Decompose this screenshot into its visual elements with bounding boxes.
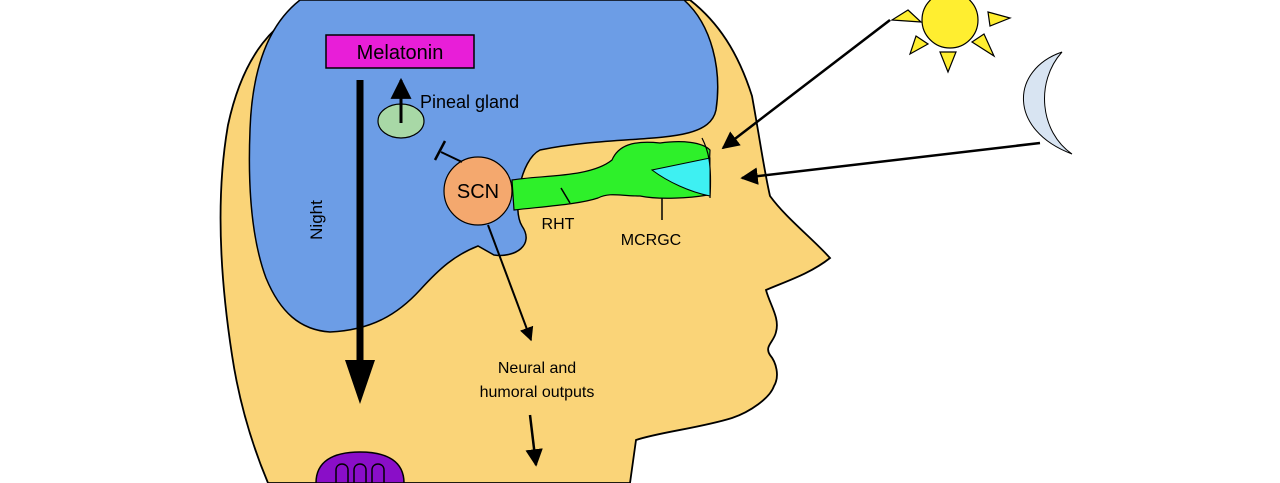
sun-ray	[908, 35, 930, 56]
scn-nucleus	[443, 156, 513, 226]
rht-leader	[560, 187, 571, 204]
outputs-label-line1: Neural and	[498, 360, 576, 377]
scn-inhibition-line	[440, 151, 463, 163]
melatonin-label: Melatonin	[357, 42, 444, 64]
scn-output-arrow	[487, 224, 534, 342]
outputs-label-line2: humoral outputs	[480, 384, 595, 401]
scn-label: SCN	[457, 181, 499, 203]
night-arrow-head	[345, 360, 375, 404]
sun-ray	[970, 33, 996, 58]
sun-to-eye-arrow	[721, 19, 891, 150]
eyelid-line	[701, 137, 712, 199]
sun-ray	[890, 9, 923, 23]
scn-inhibition-bar	[433, 140, 447, 161]
sun-icon	[890, 0, 1012, 74]
outputs-down-arrow	[525, 414, 543, 467]
sun-ray	[939, 51, 957, 74]
sun-ray	[987, 11, 1012, 27]
crescent-moon-icon	[1023, 51, 1073, 155]
melatonin-box	[325, 34, 475, 69]
sun-disc	[921, 0, 979, 49]
organ-shape	[315, 451, 405, 483]
rht-label: RHT	[542, 216, 575, 233]
night-label: Night	[307, 200, 326, 240]
organ-folds	[335, 463, 385, 483]
pineal-gland-label: Pineal gland	[420, 92, 519, 112]
moon-to-eye-arrow	[740, 141, 1041, 185]
mcrgc-label: MCRGC	[621, 232, 681, 249]
